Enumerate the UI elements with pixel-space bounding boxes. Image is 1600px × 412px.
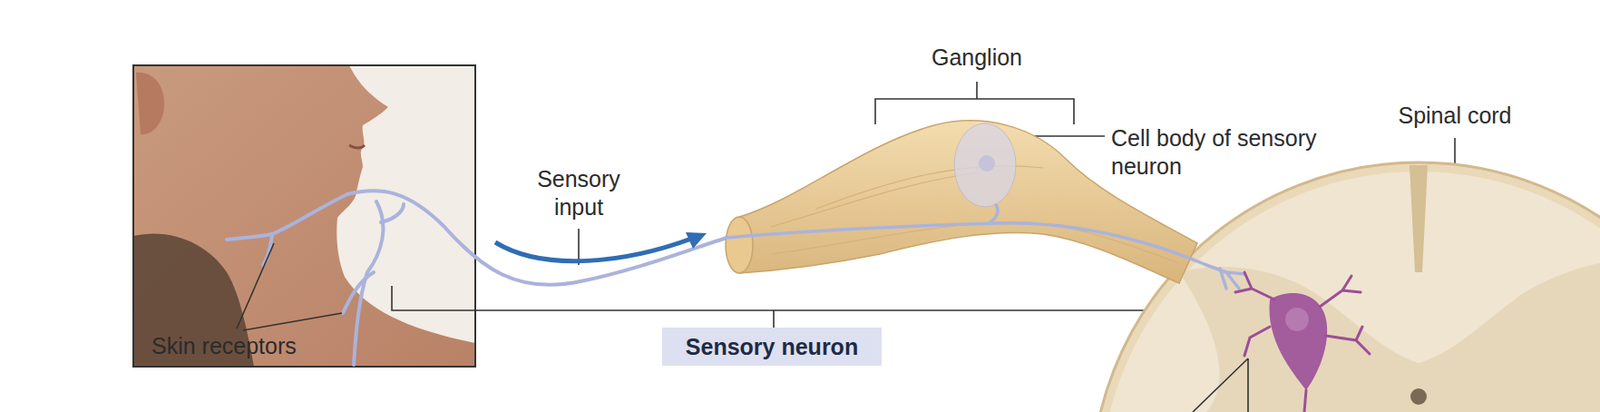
box-text: Sensory neuron: [685, 333, 859, 361]
interneuron: [1192, 272, 1370, 412]
label-box: Sensory neuron: [662, 327, 882, 366]
arrow-head: [685, 232, 707, 249]
part-label: Ganglion: [886, 43, 1068, 72]
face-illustration: [133, 65, 476, 367]
part-label: Sensory input: [519, 165, 638, 222]
spinal-cord-section: [1091, 162, 1600, 412]
nerve-fiber: [726, 204, 1245, 289]
part-label: Skin receptors: [151, 331, 333, 361]
part-label: Cell body of sensory neuron: [1111, 124, 1349, 181]
input-arrow: [495, 237, 694, 262]
nerve-fiber: [226, 190, 727, 365]
part-label: Spinal cord: [1364, 101, 1546, 130]
